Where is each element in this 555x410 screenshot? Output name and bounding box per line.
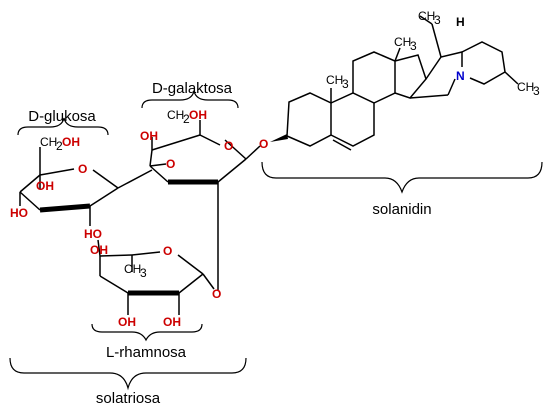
- svg-text:3: 3: [342, 77, 349, 91]
- svg-text:CH: CH: [326, 73, 343, 87]
- solanidine-label: solanidin: [372, 201, 431, 218]
- solanidine-brace: [261, 161, 543, 194]
- galactose-label: D-galaktosa: [152, 80, 233, 97]
- svg-text:OH: OH: [189, 108, 207, 122]
- glucose-oh-c3: HO: [10, 206, 28, 220]
- svg-text:CH: CH: [418, 9, 435, 23]
- solanidine-nitrogen: N: [456, 69, 465, 83]
- solanidine-ch3-c13: CH 3: [394, 35, 417, 53]
- galactose-ring-oxygen: O: [224, 139, 233, 153]
- solanidine-h-stereo: H: [456, 15, 465, 29]
- glucose-brace: [17, 117, 109, 136]
- svg-text:2: 2: [183, 112, 190, 126]
- o-wedge-bond: [270, 134, 288, 142]
- svg-text:3: 3: [410, 39, 417, 53]
- aglycone-oxygen: O: [259, 137, 268, 151]
- galactose-oh-c4: OH: [140, 129, 158, 143]
- svg-text:CH: CH: [167, 108, 184, 122]
- svg-text:2: 2: [56, 139, 63, 153]
- glucose-ch2oh: CH 2 OH: [40, 135, 80, 153]
- rhamnose-oh-c3: OH: [118, 315, 136, 329]
- rhamnose-label: L-rhamnosa: [106, 344, 187, 361]
- galactose-glycosidic-oxygen: O: [166, 157, 175, 171]
- glucose-oh-c2: HO: [84, 227, 102, 241]
- solanidine-ch3-c25: CH 3: [517, 80, 540, 98]
- rhamnose-brace: [91, 323, 203, 342]
- rhamnose-oh-c2: OH: [163, 315, 181, 329]
- galactose-ring: [149, 120, 261, 290]
- glucose-ring: [19, 147, 153, 226]
- svg-text:CH: CH: [40, 135, 57, 149]
- solanidine-skeleton: [286, 15, 519, 151]
- rhamnose-ring: [97, 239, 215, 315]
- galactose-ch2oh: CH 2 OH: [167, 108, 207, 126]
- glucose-ring-oxygen: O: [78, 162, 87, 176]
- solanidine-ch3-c10: CH 3: [326, 73, 349, 91]
- svg-text:3: 3: [434, 13, 441, 27]
- svg-text:3: 3: [140, 266, 147, 280]
- solanidine-ch3-c20: CH 3: [418, 9, 441, 27]
- rhamnose-glycosidic-oxygen: O: [212, 287, 221, 301]
- svg-text:OH: OH: [62, 135, 80, 149]
- rhamnose-oh-c4: OH: [90, 243, 108, 257]
- glucose-oh-c4: OH: [36, 179, 54, 193]
- svg-text:CH: CH: [394, 35, 411, 49]
- galactose-brace: [141, 90, 239, 109]
- solatriose-label: solatriosa: [96, 390, 161, 407]
- svg-text:CH: CH: [124, 262, 141, 276]
- rhamnose-ring-oxygen: O: [163, 244, 172, 258]
- svg-text:3: 3: [533, 84, 540, 98]
- svg-text:CH: CH: [517, 80, 534, 94]
- rhamnose-ch3: CH 3: [124, 262, 147, 280]
- glucose-label: D-glukosa: [28, 108, 96, 125]
- solatriose-brace: [9, 357, 247, 391]
